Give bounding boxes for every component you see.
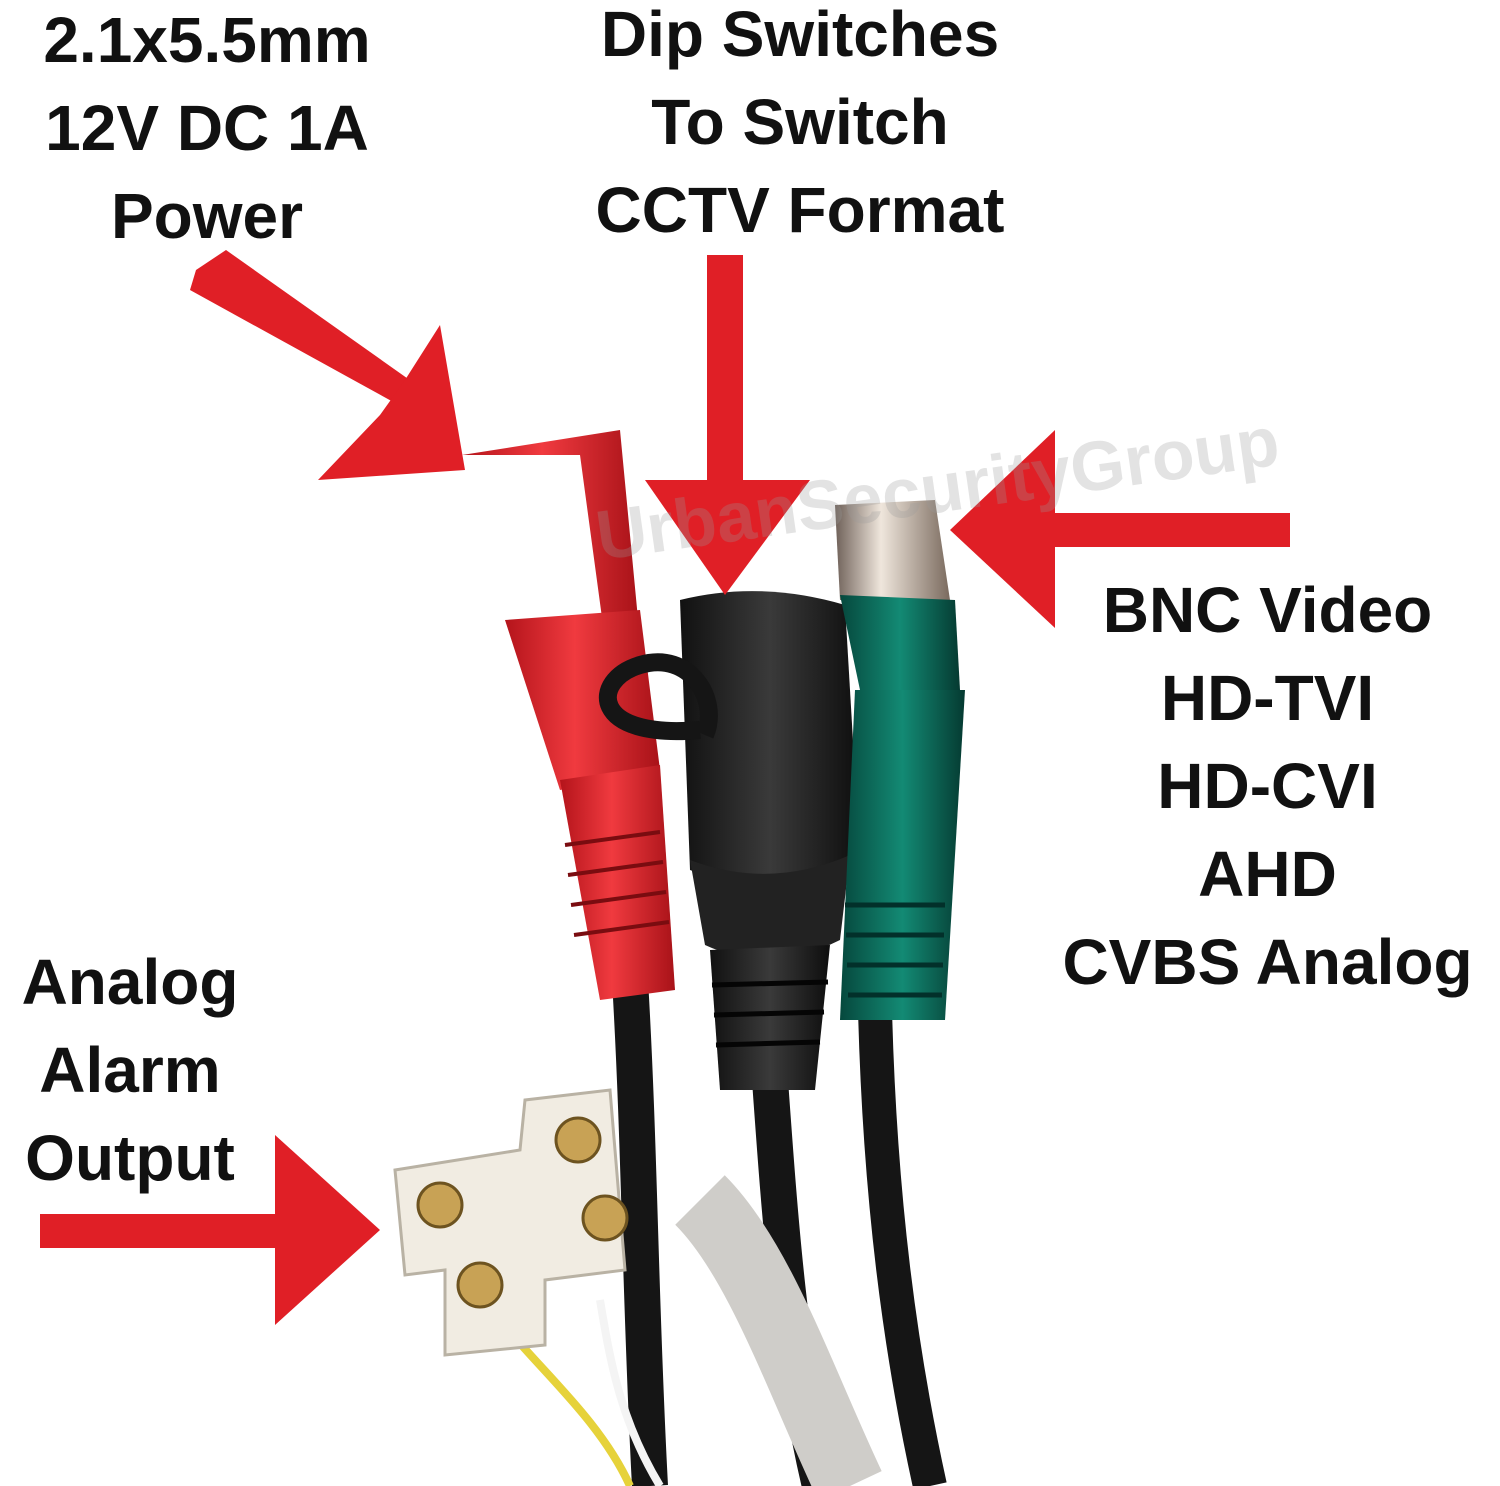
white-wire: [596, 1299, 664, 1486]
dip-label-line-2: To Switch: [651, 86, 949, 158]
red-arrow-icon: [40, 250, 1290, 1325]
bnc-arrow: [950, 430, 1290, 628]
bnc-connector: [835, 500, 965, 1020]
alarm-arrow: [40, 1135, 380, 1325]
bnc-label-line-3: HD-CVI: [1157, 750, 1378, 822]
dip-arrow: [645, 255, 810, 595]
alarm-label: Analog Alarm Output: [5, 950, 255, 1214]
alarm-label-line-2: Alarm: [39, 1034, 221, 1106]
power-cable: [612, 978, 668, 1486]
power-label: 2.1x5.5mm 12V DC 1A Power: [22, 8, 392, 272]
power-arrow: [190, 250, 465, 480]
grey-sheath: [674, 1175, 882, 1486]
power-label-line-1: 2.1x5.5mm: [43, 4, 371, 76]
alarm-terminal-block: [393, 1088, 629, 1357]
dip-cap-loop: [598, 653, 718, 741]
bnc-label-line-2: HD-TVI: [1160, 662, 1375, 734]
bnc-label-line-5: CVBS Analog: [1062, 926, 1473, 998]
dip-label: Dip Switches To Switch CCTV Format: [565, 2, 1035, 266]
power-label-line-3: Power: [110, 180, 304, 252]
dip-switch-connector: [598, 591, 860, 1090]
power-connector: [462, 430, 675, 1000]
bnc-label-line-1: BNC Video: [1102, 574, 1433, 646]
alarm-label-line-3: Output: [25, 1122, 235, 1194]
dip-label-line-3: CCTV Format: [595, 174, 1005, 246]
bnc-label-line-4: AHD: [1198, 838, 1337, 910]
dip-label-line-1: Dip Switches: [600, 0, 1000, 70]
cable-bundle: [496, 978, 947, 1486]
power-label-line-2: 12V DC 1A: [45, 92, 369, 164]
alarm-label-line-1: Analog: [21, 946, 239, 1018]
bnc-cable: [858, 1009, 947, 1486]
terminal-screws: [416, 1116, 629, 1309]
bnc-label: BNC Video HD-TVI HD-CVI AHD CVBS Analog: [1035, 578, 1500, 1018]
